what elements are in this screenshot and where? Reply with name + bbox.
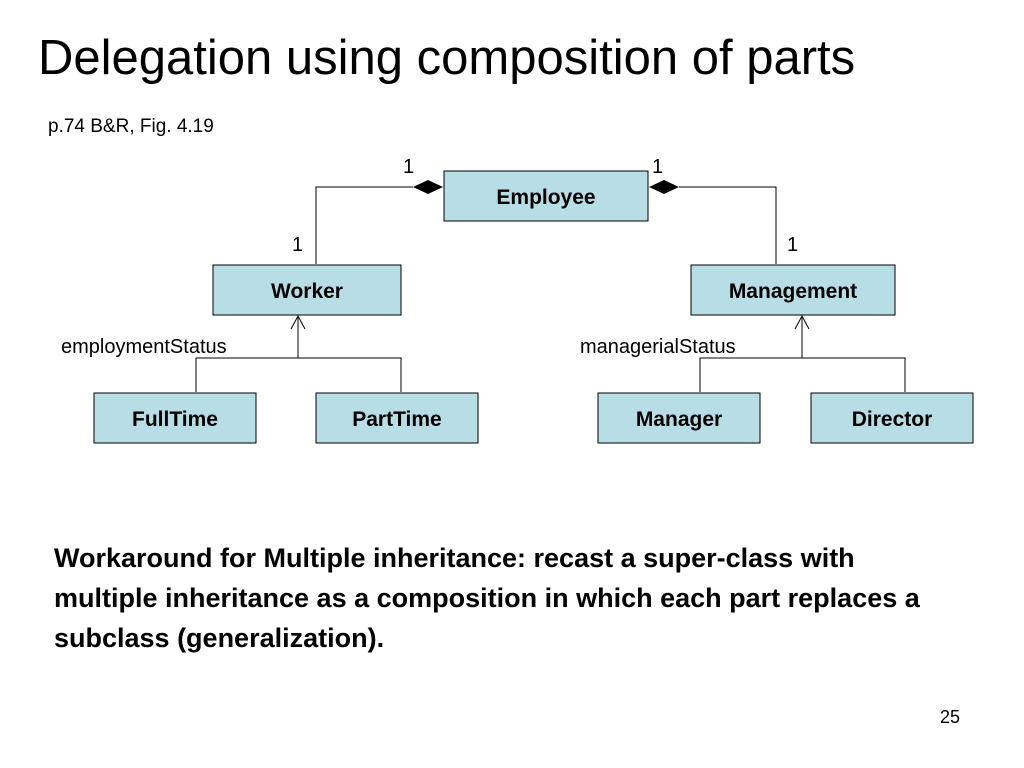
generalization-worker [195, 314, 402, 392]
class-director: Director [810, 392, 974, 444]
class-worker-label: Worker [271, 280, 343, 303]
slide-body-text: Workaround for Multiple inheritance: rec… [54, 543, 920, 653]
multiplicity-management: 1 [787, 234, 798, 256]
slide-title: Delegation using composition of parts [38, 31, 856, 85]
inheritance-arrow-icon [794, 314, 810, 330]
class-management-label: Management [729, 280, 857, 303]
composition-employee-management [649, 180, 777, 264]
generalization-management [699, 314, 906, 392]
class-director-label: Director [852, 408, 933, 431]
class-employee: Employee [443, 170, 649, 222]
discriminator-managerial-status: managerialStatus [580, 336, 736, 358]
class-parttime-label: PartTime [352, 408, 442, 431]
class-parttime: PartTime [315, 392, 479, 444]
page-number: 25 [940, 707, 961, 727]
multiplicity-worker: 1 [292, 234, 303, 256]
slide-subtitle: p.74 B&R, Fig. 4.19 [48, 116, 214, 137]
class-employee-label: Employee [496, 186, 595, 209]
multiplicity-employee-right: 1 [652, 156, 663, 178]
class-worker: Worker [212, 264, 402, 316]
inheritance-arrow-icon [290, 314, 306, 330]
composition-employee-worker [315, 180, 443, 264]
class-fulltime: FullTime [93, 392, 257, 444]
composition-diamond-icon [649, 180, 679, 194]
class-manager: Manager [597, 392, 761, 444]
discriminator-employment-status: employmentStatus [61, 336, 227, 358]
multiplicity-employee-left: 1 [403, 156, 414, 178]
class-fulltime-label: FullTime [132, 408, 218, 431]
composition-diamond-icon [413, 180, 443, 194]
class-management: Management [690, 264, 896, 316]
class-manager-label: Manager [636, 408, 722, 431]
